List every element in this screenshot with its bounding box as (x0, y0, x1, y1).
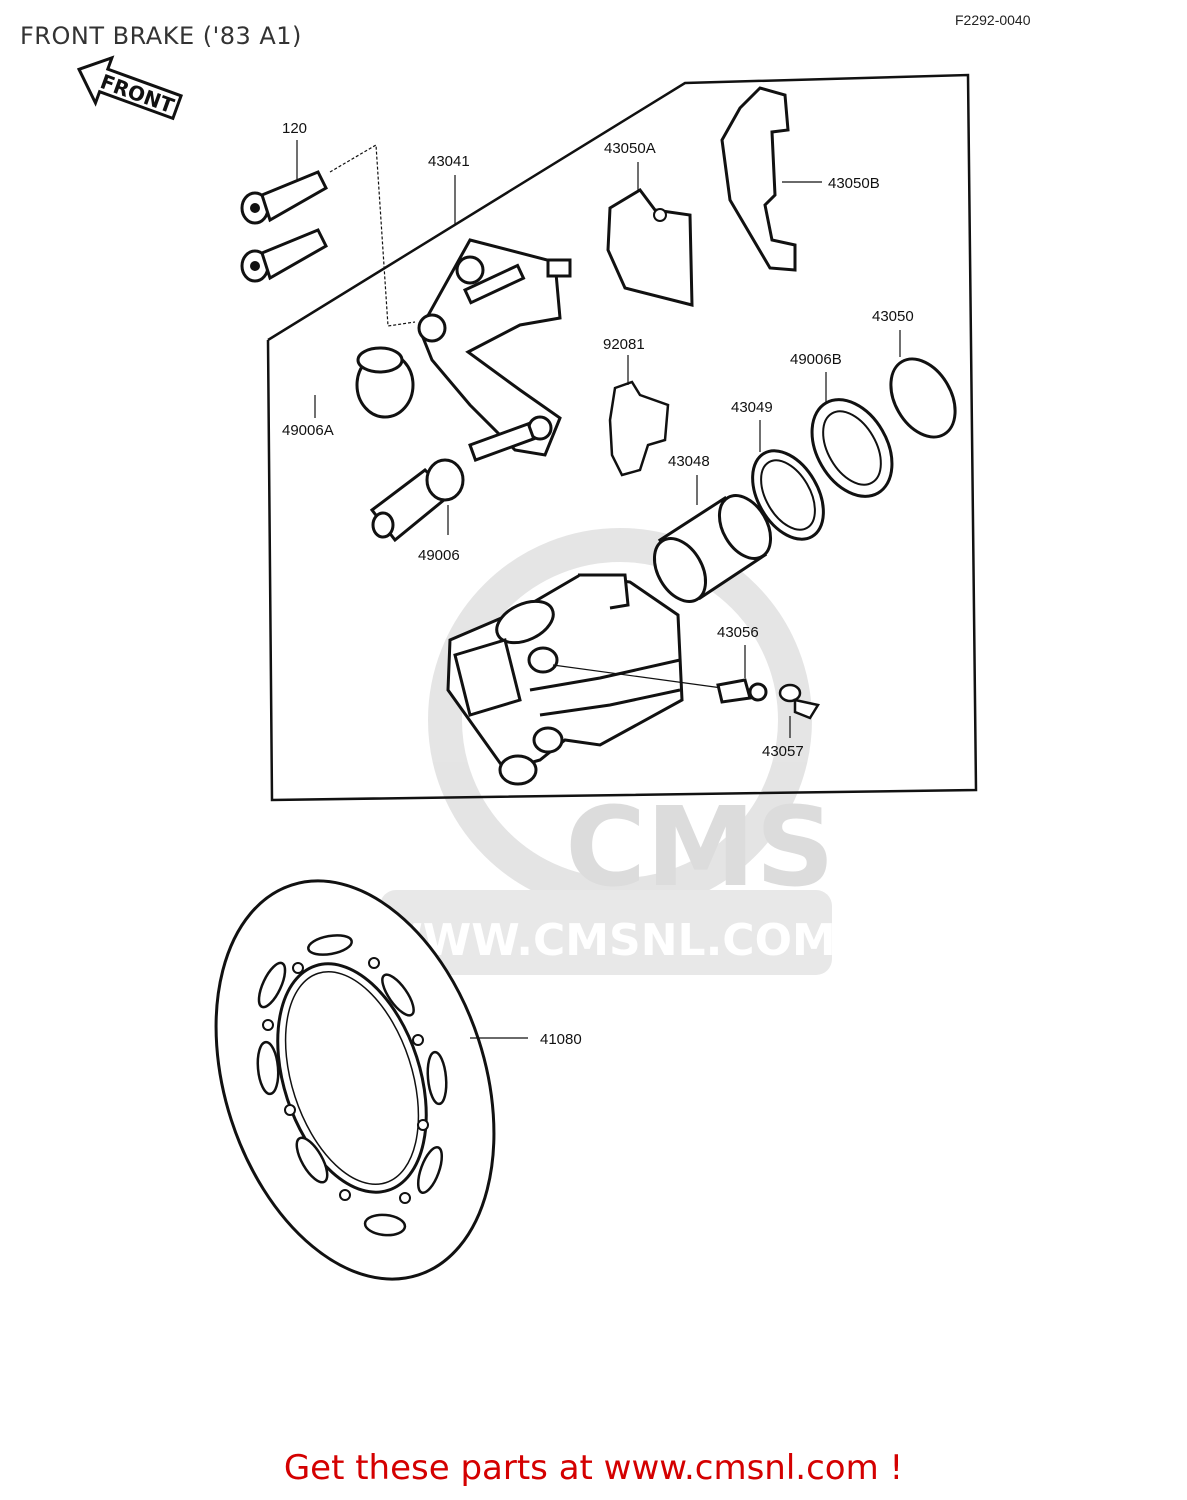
brake-disc (214, 879, 496, 1281)
label-49006B: 49006B (790, 351, 842, 368)
label-41080: 41080 (540, 1031, 582, 1048)
disc-slot (381, 973, 415, 1017)
footer-link[interactable]: Get these parts at www.cmsnl.com ! (283, 1448, 904, 1488)
brake-pad-a (606, 188, 694, 307)
bleeder-leader (552, 664, 723, 689)
disc-slot (257, 961, 287, 1009)
disc-slot (363, 1213, 407, 1237)
dust-boot (355, 346, 415, 419)
bolt-upper (240, 170, 328, 225)
disc-hole (262, 1019, 274, 1031)
disc-hole (292, 962, 304, 974)
pad-spring (608, 380, 670, 477)
disc-slot (295, 1136, 329, 1184)
disc-hole (417, 1119, 429, 1131)
piston-seal (751, 449, 825, 541)
label-49006: 49006 (418, 547, 460, 564)
caliper-bracket (417, 238, 572, 462)
bolt-leader (329, 143, 416, 327)
label-43050: 43050 (872, 308, 914, 325)
disc-hole (284, 1104, 296, 1116)
watermark-brand: CMS (565, 783, 834, 911)
label-43041: 43041 (428, 153, 470, 170)
front-arrow: FRONT (76, 55, 184, 121)
bleeder-cap (778, 683, 820, 720)
watermark-url: WWW.CMSNL.COM (374, 915, 836, 966)
disc-slot (426, 1050, 448, 1106)
disc-slot (256, 1040, 280, 1096)
label-49006A: 49006A (282, 422, 334, 439)
disc-slot (416, 1145, 444, 1195)
disc-hole (368, 957, 380, 969)
diagram-code: F2292-0040 (955, 12, 1031, 28)
front-arrow-label: FRONT (97, 69, 177, 118)
label-43049: 43049 (731, 399, 773, 416)
brake-pad-b (720, 86, 797, 272)
label-43048: 43048 (668, 453, 710, 470)
disc-hole (399, 1192, 411, 1204)
disc-hole (339, 1189, 351, 1201)
bleeder-valve (716, 678, 768, 704)
page-title: FRONT BRAKE ('83 A1) (20, 22, 302, 50)
disc-slot (307, 934, 353, 956)
watermark-banner (380, 890, 832, 975)
caliper-body (446, 573, 684, 786)
dust-seal (810, 398, 894, 498)
parts-diagram: CMS WWW.CMSNL.COM FRONT (76, 55, 978, 1281)
piston-cap (889, 357, 957, 439)
label-43050A: 43050A (604, 140, 656, 157)
bolt-lower (240, 228, 328, 283)
label-120: 120 (282, 120, 307, 137)
assembly-frame (266, 73, 978, 802)
front-arrow-shape (76, 55, 184, 121)
piston (652, 494, 773, 603)
label-43050B: 43050B (828, 175, 880, 192)
watermark: CMS WWW.CMSNL.COM (374, 528, 836, 975)
label-92081: 92081 (603, 336, 645, 353)
disc-hole (412, 1034, 424, 1046)
label-43057: 43057 (762, 743, 804, 760)
label-43056: 43056 (717, 624, 759, 641)
slide-pin (369, 458, 465, 543)
